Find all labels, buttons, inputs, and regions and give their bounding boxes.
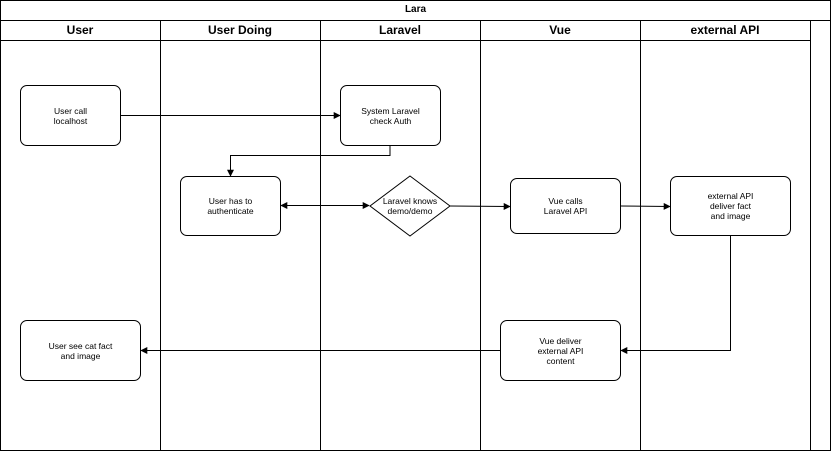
node-user-see[interactable]: User see cat fact and image	[20, 320, 141, 381]
decision-diamond	[369, 175, 451, 237]
node-vue-deliver[interactable]: Vue deliver external API content	[500, 320, 621, 381]
node-laravel-check-auth[interactable]: System Laravel check Auth	[340, 85, 441, 146]
lane-header-vue: Vue	[549, 23, 571, 37]
node-laravel-knows[interactable]: Laravel knows demo/demo	[382, 196, 438, 216]
diagram-title: Lara	[404, 4, 427, 15]
lane-header-external-api: external API	[690, 23, 760, 37]
node-api-deliver[interactable]: external API deliver fact and image	[670, 176, 791, 236]
lane-header-user: User	[66, 23, 94, 37]
edge-api-to-vue-deliver	[620, 235, 731, 354]
node-user-authenticate[interactable]: User has to authenticate	[180, 176, 281, 236]
edge-vue-to-api	[619, 202, 671, 210]
edge-knows-to-vue	[449, 202, 511, 210]
node-vue-calls[interactable]: Vue calls Laravel API	[510, 178, 621, 234]
lane-header-laravel: Laravel	[378, 23, 422, 37]
edge-auth-to-authenticate	[227, 145, 391, 177]
lane-header-user-doing: User Doing	[207, 23, 272, 37]
node-user-call[interactable]: User call localhost	[20, 85, 121, 146]
